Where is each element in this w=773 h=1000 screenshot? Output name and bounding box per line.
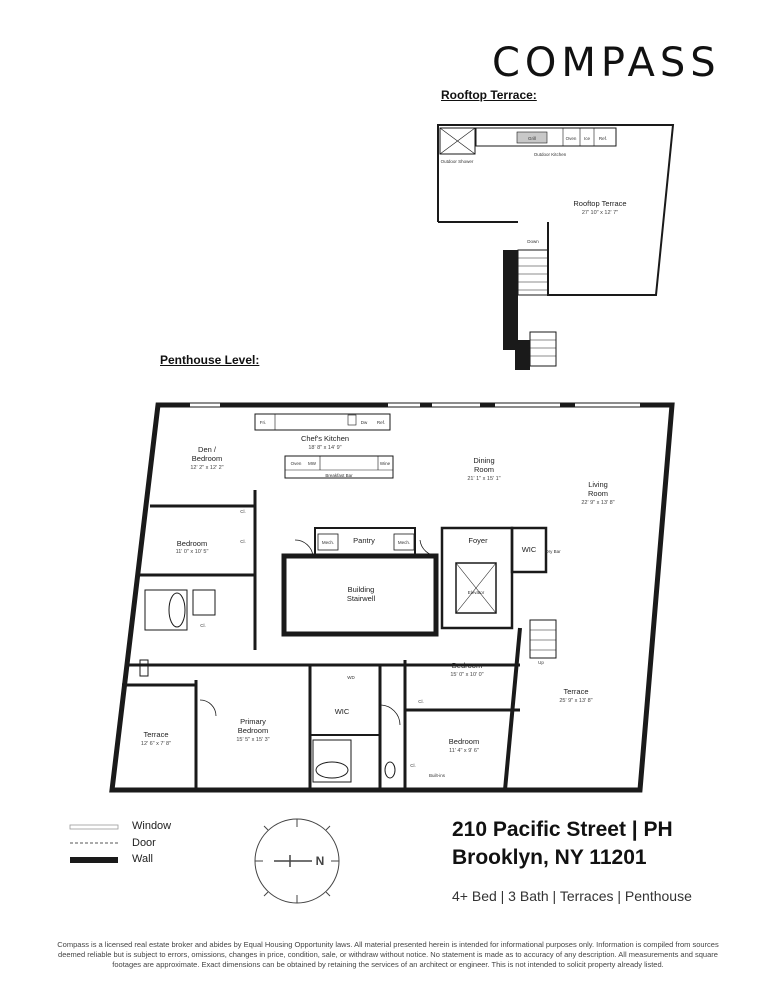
mech-label-2: Mech. [398, 540, 410, 545]
den-label: Den / [198, 445, 217, 454]
legend-door: Door [132, 837, 156, 849]
rooftop-text: Outdoor Shower Outdoor Kitchen Grill Ove… [441, 136, 627, 244]
wic-label: WIC [522, 545, 537, 554]
kitchen-oven-label: Oven [291, 461, 302, 466]
grill-label: Grill [528, 136, 536, 141]
stairwell-label-2: Stairwell [347, 594, 376, 603]
builtins-label: Built-ins [429, 773, 446, 778]
dining-label-2: Room [474, 465, 494, 474]
primary-label-2: Bedroom [238, 726, 268, 735]
closet-label-4: Cl. [418, 699, 424, 704]
bedroom-a-label: Bedroom [177, 539, 207, 548]
legend-swatches [69, 824, 119, 863]
dining-dim: 21' 1" x 15' 1" [467, 476, 500, 482]
bedroom-b-label: Bedroom [452, 661, 482, 670]
bedroom-b-dim: 15' 0" x 10' 0" [450, 672, 483, 678]
den-label-2: Bedroom [192, 454, 222, 463]
kitchen-ref-label: Ref. [377, 420, 385, 425]
rooftop-terrace-label: Rooftop Terrace [573, 199, 626, 208]
bedroom-c-dim: 11' 4" x 9' 6" [449, 748, 479, 754]
wall-swatch [70, 857, 118, 863]
wd-label: WD [347, 675, 355, 680]
closet-label-1: Cl. [240, 509, 246, 514]
penthouse-plan [109, 402, 675, 793]
compass-rose [254, 818, 340, 904]
tick-nw [263, 825, 269, 831]
window-swatch [69, 824, 119, 830]
terrace-w-label: Terrace [143, 730, 168, 739]
wine-label: Wine [380, 461, 391, 466]
mw-label: MW [308, 461, 317, 466]
kitchen-label: Chef's Kitchen [301, 434, 349, 443]
address-line-1: 210 Pacific Street | PH [452, 818, 673, 841]
rooftop-plan [437, 124, 675, 370]
living-dim: 22' 9" x 13' 8" [581, 500, 614, 506]
living-label: Living [588, 480, 608, 489]
legend-window: Window [132, 820, 172, 832]
foyer-label: Foyer [468, 536, 488, 545]
rooftop-ref-label: Ref. [599, 136, 607, 141]
bedroom-a-dim: 11' 0" x 10' 5" [176, 549, 209, 555]
closet-label-3: Cl. [200, 623, 206, 628]
listing-summary: 4+ Bed | 3 Bath | Terraces | Penthouse [452, 888, 692, 904]
primary-label: Primary [240, 717, 266, 726]
north-letter: N [316, 854, 325, 868]
address-line-2: Brooklyn, NY 11201 [452, 846, 647, 869]
tick-ne [325, 825, 331, 831]
dry-bar-label: Dry Bar [545, 549, 561, 554]
rooftop-terrace-dim: 27' 10" x 12' 7" [582, 210, 618, 216]
primary-dim: 15' 5" x 15' 3" [236, 737, 269, 743]
terrace-e-label: Terrace [563, 687, 588, 696]
compass-logo: COMPASS [492, 40, 721, 86]
tick-sw [263, 891, 269, 897]
penthouse-text: Fri. Dw Ref. Oven MW Wine Breakfast Bar … [141, 420, 615, 778]
disclaimer: Compass is a licensed real estate broker… [57, 940, 719, 969]
pantry-label: Pantry [353, 536, 375, 545]
elevator-label: Elevator [468, 590, 485, 595]
ice-label: Ice [584, 136, 591, 141]
stairwell-label: Building [348, 585, 375, 594]
up-label: Up [538, 660, 544, 665]
rooftop-heading: Rooftop Terrace: [441, 88, 537, 102]
mech-label-1: Mech. [322, 540, 334, 545]
closet-label-2: Cl. [240, 539, 246, 544]
penthouse-heading: Penthouse Level: [160, 353, 260, 367]
closet-label-5: Cl. [410, 763, 416, 768]
legend-wall: Wall [132, 853, 153, 865]
wic-label-2: WIC [335, 707, 350, 716]
outdoor-kitchen-label: Outdoor Kitchen [534, 152, 567, 157]
breakfast-bar-label: Breakfast Bar [325, 473, 353, 478]
terrace-w-dim: 12' 6" x 7' 8" [141, 741, 171, 747]
dw-label: Dw [361, 420, 368, 425]
rooftop-oven-label: Oven [566, 136, 577, 141]
living-label-2: Room [588, 489, 608, 498]
fri-label: Fri. [260, 420, 267, 425]
bedroom-c-label: Bedroom [449, 737, 479, 746]
tick-se [325, 891, 331, 897]
den-dim: 12' 2" x 12' 2" [190, 465, 223, 471]
outdoor-shower-label: Outdoor Shower [441, 159, 474, 164]
terrace-e-dim: 25' 9" x 13' 8" [559, 698, 592, 704]
dining-label: Dining [473, 456, 494, 465]
rooftop-down-label: Down [527, 239, 539, 244]
kitchen-dim: 18' 8" x 14' 9" [308, 445, 341, 451]
